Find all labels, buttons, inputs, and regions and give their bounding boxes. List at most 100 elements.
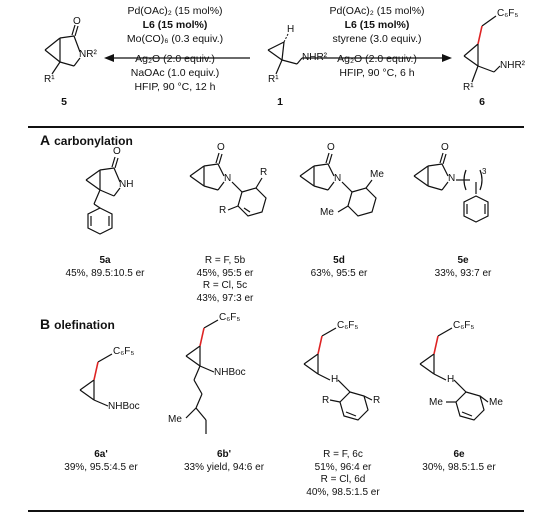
- c1-nhr2: NHR²: [302, 52, 327, 63]
- c1-r1: R¹: [268, 74, 279, 85]
- right-cond-2: L6 (15 mol%): [344, 19, 410, 31]
- b6a-nhboc: NHBoc: [108, 401, 140, 412]
- caption-5a-line1: 45%, 89.5:10.5 er: [65, 267, 145, 279]
- c5-nr2: NR²: [79, 49, 97, 60]
- section-b-letter: B: [40, 316, 51, 332]
- c6-r1: R¹: [463, 82, 474, 93]
- divider-bottom: [28, 510, 524, 512]
- caption-6b-prime-line1: 33% yield, 94:6 er: [183, 461, 265, 473]
- b6e-nh: H: [447, 374, 455, 385]
- caption-5b-line4: 43%, 97:3 er: [196, 292, 254, 304]
- c1-h: H: [287, 24, 295, 35]
- b6a-c6f5: C₆F₅: [113, 346, 135, 357]
- a5b-r-left: R: [219, 205, 227, 216]
- a5e-n: N: [448, 173, 456, 184]
- compound-6-label: 6: [479, 96, 485, 108]
- right-cond-5: HFIP, 90 °C, 6 h: [339, 67, 415, 79]
- compound-6-structure: [463, 15, 501, 83]
- caption-6c-line1: R = F, 6c: [323, 449, 363, 460]
- right-cond-4: Ag₂O (2.0 equiv.): [337, 53, 417, 65]
- left-arrow-head: [104, 54, 114, 62]
- a5a-nh: NH: [119, 179, 134, 190]
- b6b-c6f5: C₆F₅: [219, 312, 241, 323]
- caption-5d: 5d 63%, 95:5 er: [284, 255, 394, 280]
- b6c-r-right: R: [373, 395, 381, 406]
- a5d-me-left: Me: [320, 207, 334, 218]
- caption-6e-line1: 30%, 98.5:1.5 er: [422, 461, 496, 473]
- left-cond-6: HFIP, 90 °C, 12 h: [134, 81, 216, 93]
- section-b-title: olefination: [54, 318, 115, 332]
- divider-top: [28, 126, 524, 128]
- caption-5d-line1: 63%, 95:5 er: [310, 267, 368, 279]
- a5d-me-top: Me: [370, 169, 384, 180]
- caption-5e-id: 5e: [457, 255, 469, 266]
- compound-1-label: 1: [277, 96, 283, 108]
- a5b-o: O: [217, 142, 225, 153]
- left-cond-5: NaOAc (1.0 equiv.): [130, 67, 220, 79]
- b6e-c6f5: C₆F₅: [453, 320, 475, 331]
- caption-6a-prime-id: 6a': [94, 449, 108, 460]
- structure-5b: [189, 152, 267, 217]
- a5e-o: O: [441, 142, 449, 153]
- caption-6b-prime-id: 6b': [216, 449, 232, 460]
- a5e-three: 3: [482, 167, 487, 176]
- left-conditions: Pd(OAc)₂ (15 mol%) L6 (15 mol%) Mo(CO)₆ …: [100, 4, 250, 94]
- caption-5e: 5e 33%, 93:7 er: [408, 255, 518, 280]
- structure-5d: [299, 152, 377, 217]
- structure-6a-prime: [79, 353, 113, 407]
- b6c-nh: H: [331, 374, 339, 385]
- caption-5a-id: 5a: [99, 255, 111, 266]
- c6-c6f5: C₆F₅: [497, 8, 519, 19]
- caption-6e-id: 6e: [453, 449, 465, 460]
- a5b-n: N: [224, 173, 232, 184]
- b6c-r-left: R: [322, 395, 330, 406]
- b6e-me-left: Me: [429, 397, 443, 408]
- a5b-r-top: R: [260, 167, 268, 178]
- right-arrow-head: [442, 54, 452, 62]
- left-cond-4: Ag₂O (2.0 equiv.): [135, 53, 215, 65]
- c5-r1: R¹: [44, 74, 55, 85]
- compound-5-structure: [44, 24, 81, 75]
- caption-5e-line1: 33%, 93:7 er: [434, 267, 492, 279]
- caption-6c: R = F, 6c 51%, 96:4 er R = Cl, 6d 40%, 9…: [288, 449, 398, 499]
- a5d-n: N: [334, 173, 342, 184]
- a5d-o: O: [327, 142, 335, 153]
- left-cond-1: Pd(OAc)₂ (15 mol%): [127, 5, 223, 17]
- b6b-me: Me: [168, 414, 182, 425]
- structure-5a: [85, 156, 121, 235]
- caption-5a: 5a 45%, 89.5:10.5 er: [50, 255, 160, 280]
- caption-5d-id: 5d: [333, 255, 345, 266]
- structure-6b-prime: [185, 319, 219, 434]
- a5a-o: O: [113, 146, 121, 157]
- structure-5e: [413, 152, 489, 223]
- caption-5b-line3: R = Cl, 5c: [202, 280, 248, 291]
- caption-6a-prime: 6a' 39%, 95.5:4.5 er: [46, 449, 156, 474]
- c6-nhr2: NHR²: [500, 60, 525, 71]
- section-a-letter: A: [40, 132, 51, 148]
- caption-5b-line2: 45%, 95:5 er: [196, 267, 254, 279]
- caption-6c-line2: 51%, 96:4 er: [314, 461, 372, 473]
- caption-6e: 6e 30%, 98.5:1.5 er: [404, 449, 514, 474]
- compound-5-label: 5: [61, 96, 67, 108]
- b6c-c6f5: C₆F₅: [337, 320, 359, 331]
- caption-5b-line1: R = F, 5b: [204, 255, 246, 266]
- right-cond-1: Pd(OAc)₂ (15 mol%): [329, 5, 425, 17]
- caption-6b-prime: 6b' 33% yield, 94:6 er: [164, 449, 284, 474]
- right-conditions: Pd(OAc)₂ (15 mol%) L6 (15 mol%) styrene …: [302, 4, 452, 80]
- caption-6a-prime-line1: 39%, 95.5:4.5 er: [64, 461, 138, 473]
- caption-5b: R = F, 5b 45%, 95:5 er R = Cl, 5c 43%, 9…: [170, 255, 280, 305]
- structure-6e: [419, 327, 489, 421]
- right-cond-3: styrene (3.0 equiv.): [332, 33, 422, 45]
- b6e-me-right: Me: [489, 397, 503, 408]
- compound-1-structure: [267, 41, 303, 75]
- caption-6c-line4: 40%, 98.5:1.5 er: [306, 486, 380, 498]
- left-cond-3: Mo(CO)₆ (0.3 equiv.): [126, 33, 224, 45]
- structure-6c: [303, 327, 373, 421]
- b6b-nhboc: NHBoc: [214, 367, 246, 378]
- caption-6c-line3: R = Cl, 6d: [320, 474, 366, 485]
- left-cond-2: L6 (15 mol%): [142, 19, 208, 31]
- c5-o: O: [73, 16, 81, 27]
